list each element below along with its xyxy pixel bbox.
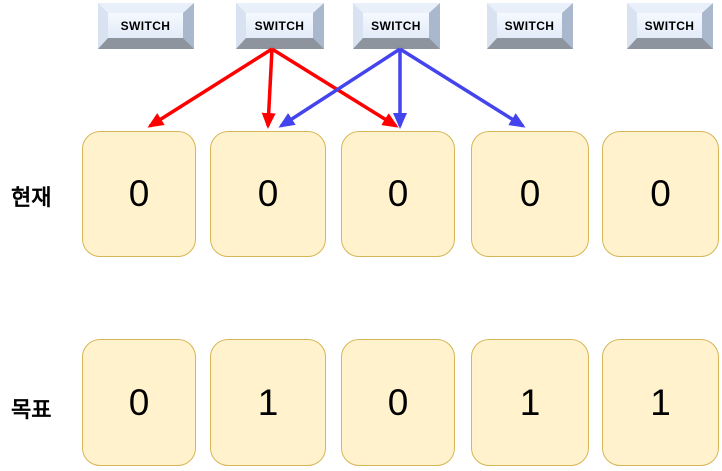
red-arrow-to-cell-1 <box>147 47 273 128</box>
blue-arrow-to-cell-4 <box>399 47 526 128</box>
switch-label-5: SWITCH <box>644 18 695 33</box>
target-cell-value-3: 0 <box>387 381 409 423</box>
current-cell-value-2: 0 <box>257 173 279 214</box>
switch-button-3[interactable]: SWITCH <box>353 3 440 49</box>
current-cell-value-5: 0 <box>650 173 671 214</box>
current-cell-value-1: 0 <box>128 173 150 214</box>
switch-button-4[interactable]: SWITCH <box>487 3 573 49</box>
switch-label-3: SWITCH <box>371 18 421 33</box>
target-cell-value-5: 1 <box>650 381 671 423</box>
target-cell-1: 0 <box>82 339 196 466</box>
switch-button-2[interactable]: SWITCH <box>236 3 324 49</box>
current-cell-3: 0 <box>341 131 455 257</box>
blue-arrow-to-cell-2 <box>278 47 401 128</box>
current-row-label: 현재 <box>11 185 52 210</box>
target-cell-value-1: 0 <box>128 381 150 423</box>
switch-button-1[interactable]: SWITCH <box>98 3 194 49</box>
current-cell-1: 0 <box>82 131 196 257</box>
current-cell-value-3: 0 <box>387 173 409 214</box>
switch-label-2: SWITCH <box>254 18 305 33</box>
target-cell-3: 0 <box>341 339 455 466</box>
target-cell-value-2: 1 <box>257 381 279 423</box>
target-cell-4: 1 <box>471 339 589 466</box>
red-arrow-to-cell-3 <box>271 47 399 128</box>
switch-button-5[interactable]: SWITCH <box>627 3 713 49</box>
current-cell-4: 0 <box>471 131 589 257</box>
switch-label-4: SWITCH <box>504 18 555 33</box>
red-arrow-to-cell-2 <box>261 48 276 129</box>
target-cell-2: 1 <box>210 339 326 466</box>
current-cell-value-4: 0 <box>519 173 541 214</box>
target-cell-value-4: 1 <box>519 381 541 423</box>
switch-label-1: SWITCH <box>120 18 171 33</box>
target-row-label: 목표 <box>11 397 52 422</box>
current-cell-2: 0 <box>210 131 326 257</box>
target-cell-5: 1 <box>602 339 719 466</box>
current-cell-5: 0 <box>602 131 719 257</box>
